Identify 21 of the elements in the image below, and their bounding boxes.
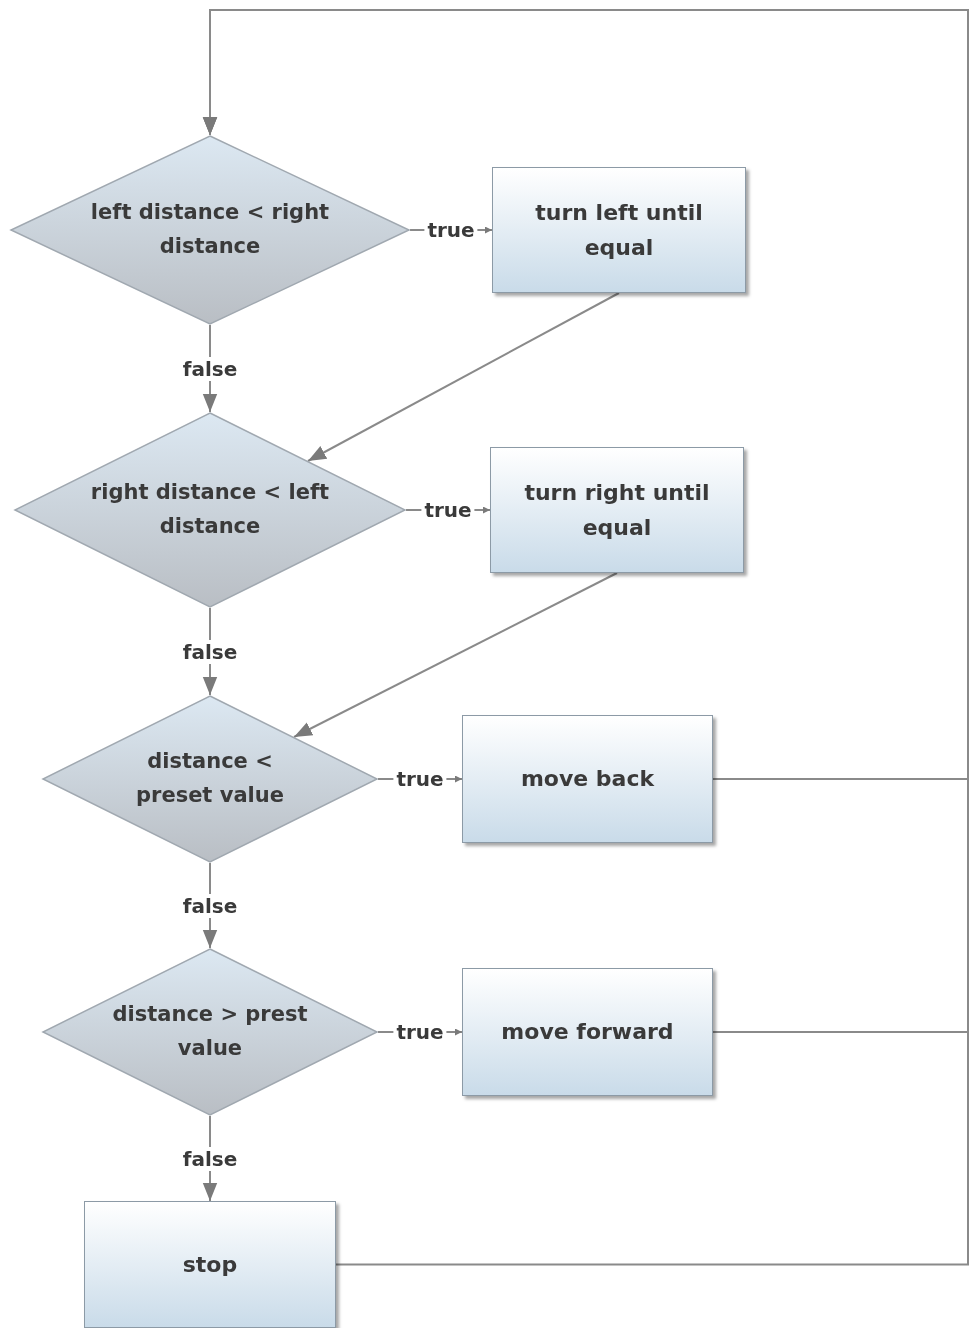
action-text: stop: [181, 1250, 239, 1279]
condition-text: distance > prest value: [111, 1001, 309, 1062]
action-text: move forward: [500, 1018, 675, 1047]
process-box: [84, 1201, 336, 1328]
condition-text: left distance < right distance: [89, 199, 331, 260]
condition-text: distance < preset value: [135, 748, 285, 809]
arrow: [293, 572, 618, 738]
loop-back-arrow: [202, 9, 969, 1266]
arrow: [307, 292, 620, 462]
decision-diamond: [42, 948, 378, 1116]
process-box: [492, 167, 746, 293]
decision-diamond: [42, 695, 378, 863]
condition-text: right distance < left distance: [89, 479, 331, 540]
action-text: turn left until equal: [534, 198, 704, 262]
action-text: turn right until equal: [523, 478, 711, 542]
decision-diamond: [10, 135, 410, 325]
decision-diamond: [14, 412, 406, 608]
process-box: [462, 715, 713, 843]
action-text: move back: [519, 765, 656, 794]
process-box: [462, 968, 713, 1096]
process-box: [490, 447, 744, 573]
